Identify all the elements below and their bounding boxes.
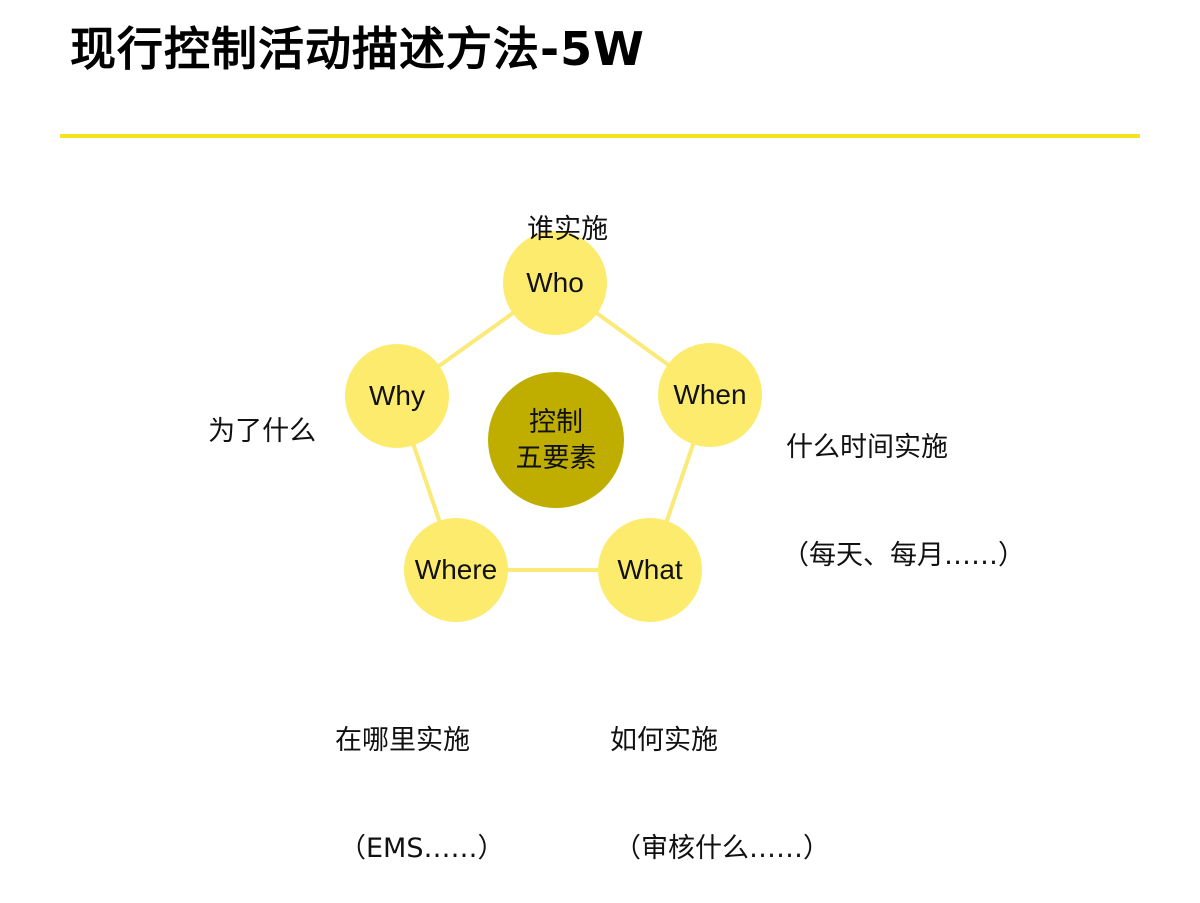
center-node: 控制 五要素 [488,372,624,508]
node-when: When [658,343,762,447]
desc-when-line2: （每天、每月……） [782,540,1025,571]
desc-who: 谁实施 [510,176,608,248]
node-who: Who [503,231,607,335]
desc-what-line1: 如何实施 [610,725,718,756]
desc-what: 如何实施 （审核什么……） [610,651,830,903]
desc-when: 什么时间实施 （每天、每月……） [782,358,1025,610]
desc-where-line2: （EMS……） [339,833,505,864]
node-why: Why [345,344,449,448]
desc-what-line2: （审核什么……） [614,833,830,864]
desc-when-line1: 什么时间实施 [786,432,948,463]
desc-why: 为了什么 [191,378,316,450]
node-where-label: Where [414,554,498,585]
page-title: 现行控制活动描述方法-5W [70,22,645,76]
node-where: Where [404,518,508,622]
desc-where-line1: 在哪里实施 [335,725,470,756]
node-why-label: Why [369,380,425,411]
node-who-label: Who [526,267,584,298]
node-when-label: When [673,379,747,410]
desc-where: 在哪里实施 （EMS……） [335,651,505,903]
desc-who-line1: 谁实施 [527,214,609,245]
center-line-1: 控制 [529,407,583,437]
desc-why-line1: 为了什么 [208,416,317,447]
title-divider [60,134,1140,138]
center-line-2: 五要素 [515,443,597,473]
node-what-label: What [617,554,683,585]
node-what: What [598,518,702,622]
